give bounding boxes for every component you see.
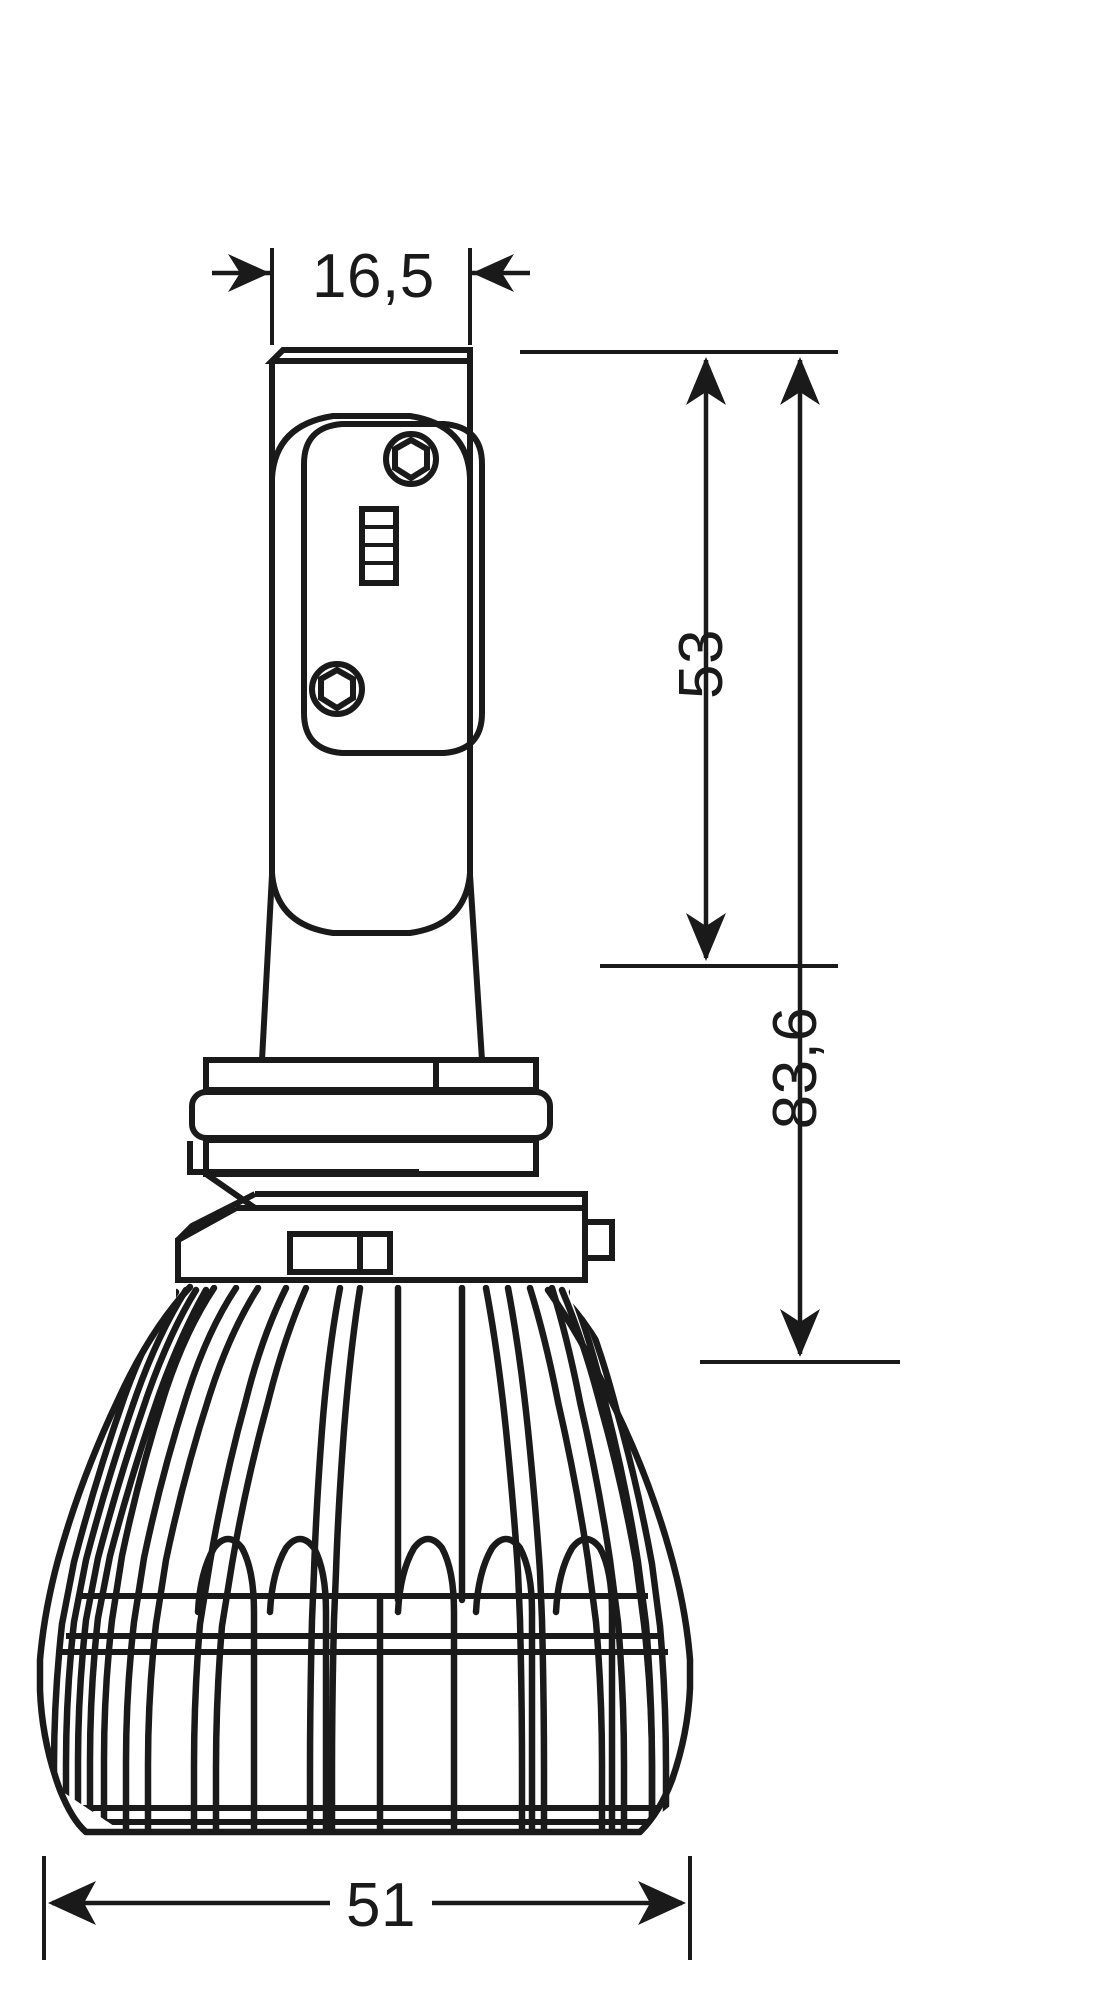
dimension-label-53: 53 xyxy=(667,629,736,699)
head-body xyxy=(269,361,473,936)
fin-stack-right-edge xyxy=(558,1286,670,1830)
dimension-53: 53 xyxy=(520,350,838,968)
led-panel xyxy=(301,421,485,756)
base-flange xyxy=(175,1171,615,1283)
dimension-51: 51 xyxy=(42,1856,692,1960)
arrowhead-right xyxy=(638,1881,686,1925)
fin-group-center xyxy=(306,1285,466,1830)
led-window xyxy=(359,506,399,586)
heatsink xyxy=(36,1283,694,1836)
dimension-label-16-5: 16,5 xyxy=(312,242,435,311)
arrowhead-right xyxy=(228,254,270,292)
dimension-label-51: 51 xyxy=(346,1871,416,1940)
arrowhead-left xyxy=(48,1881,96,1925)
neck xyxy=(259,874,485,1061)
arrowhead-down xyxy=(686,913,726,961)
fin-group-left xyxy=(100,1285,330,1830)
dimension-83-6: 83,6 xyxy=(700,357,900,1364)
led-bulb-drawing xyxy=(36,347,694,1836)
base-notch xyxy=(287,1231,393,1275)
hex-screw-bottom xyxy=(309,661,365,717)
arrowhead-left xyxy=(472,254,514,292)
dimension-label-83-6: 83,6 xyxy=(761,1007,830,1130)
arrowhead-down xyxy=(780,1309,820,1357)
collar xyxy=(187,1057,553,1177)
dimension-16-5: 16,5 xyxy=(212,242,530,345)
arrowhead-up xyxy=(686,357,726,405)
hex-screw-top xyxy=(383,431,439,487)
arrowhead-up xyxy=(780,357,820,405)
head-cap xyxy=(264,347,473,364)
side-tab xyxy=(585,1219,615,1261)
